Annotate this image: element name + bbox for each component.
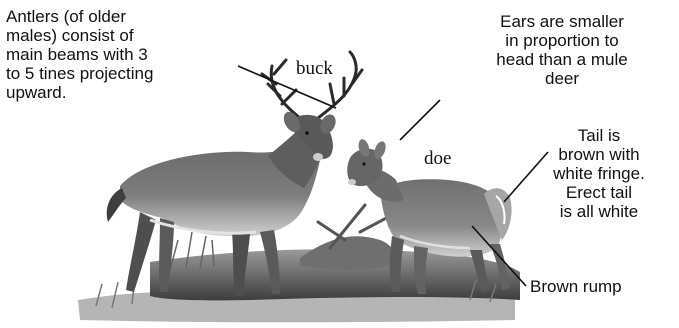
annotation-antlers: Antlers (of older males) consist of main…: [6, 7, 236, 102]
annotation-ears: Ears are smaller in proportion to head t…: [452, 12, 672, 88]
annotation-rump: Brown rump: [530, 277, 622, 296]
leader-ears: [400, 100, 440, 140]
annotation-tail: Tail is brown with white fringe. Erect t…: [524, 126, 674, 221]
label-buck: buck: [296, 58, 333, 80]
label-doe: doe: [424, 148, 451, 170]
